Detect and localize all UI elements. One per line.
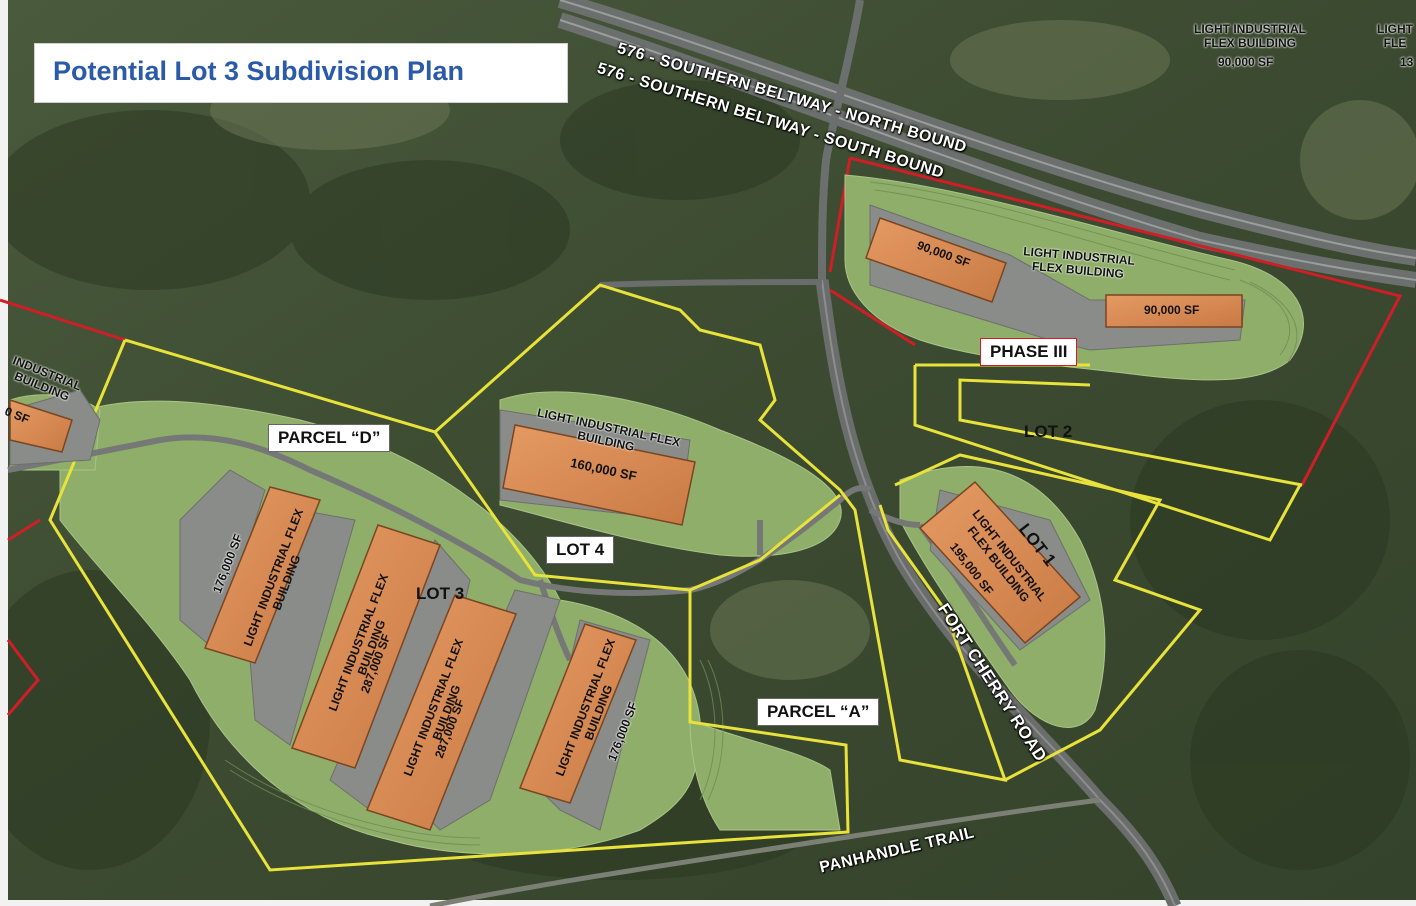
lot-2-label: LOT 2 xyxy=(1024,422,1073,441)
phase3-building-b-area: 90,000 SF xyxy=(1144,303,1200,317)
far-right-building-area: 13 xyxy=(1400,55,1414,69)
lot-4-label: LOT 4 xyxy=(546,536,615,564)
top-right-building-label: LIGHT INDUSTRIAL FLEX BUILDING xyxy=(1194,22,1306,50)
far-right-building-label: LIGHT FLE xyxy=(1377,22,1413,50)
phase-iii-label: PHASE III xyxy=(980,338,1078,366)
parcel-a-label: PARCEL “A” xyxy=(757,698,880,726)
lot-3-label: LOT 3 xyxy=(416,584,465,603)
top-right-building-area: 90,000 SF xyxy=(1218,55,1274,69)
map-title: Potential Lot 3 Subdivision Plan xyxy=(53,56,465,86)
title-panel: Potential Lot 3 Subdivision Plan xyxy=(34,43,568,103)
parcel-d-label: PARCEL “D” xyxy=(268,424,391,452)
